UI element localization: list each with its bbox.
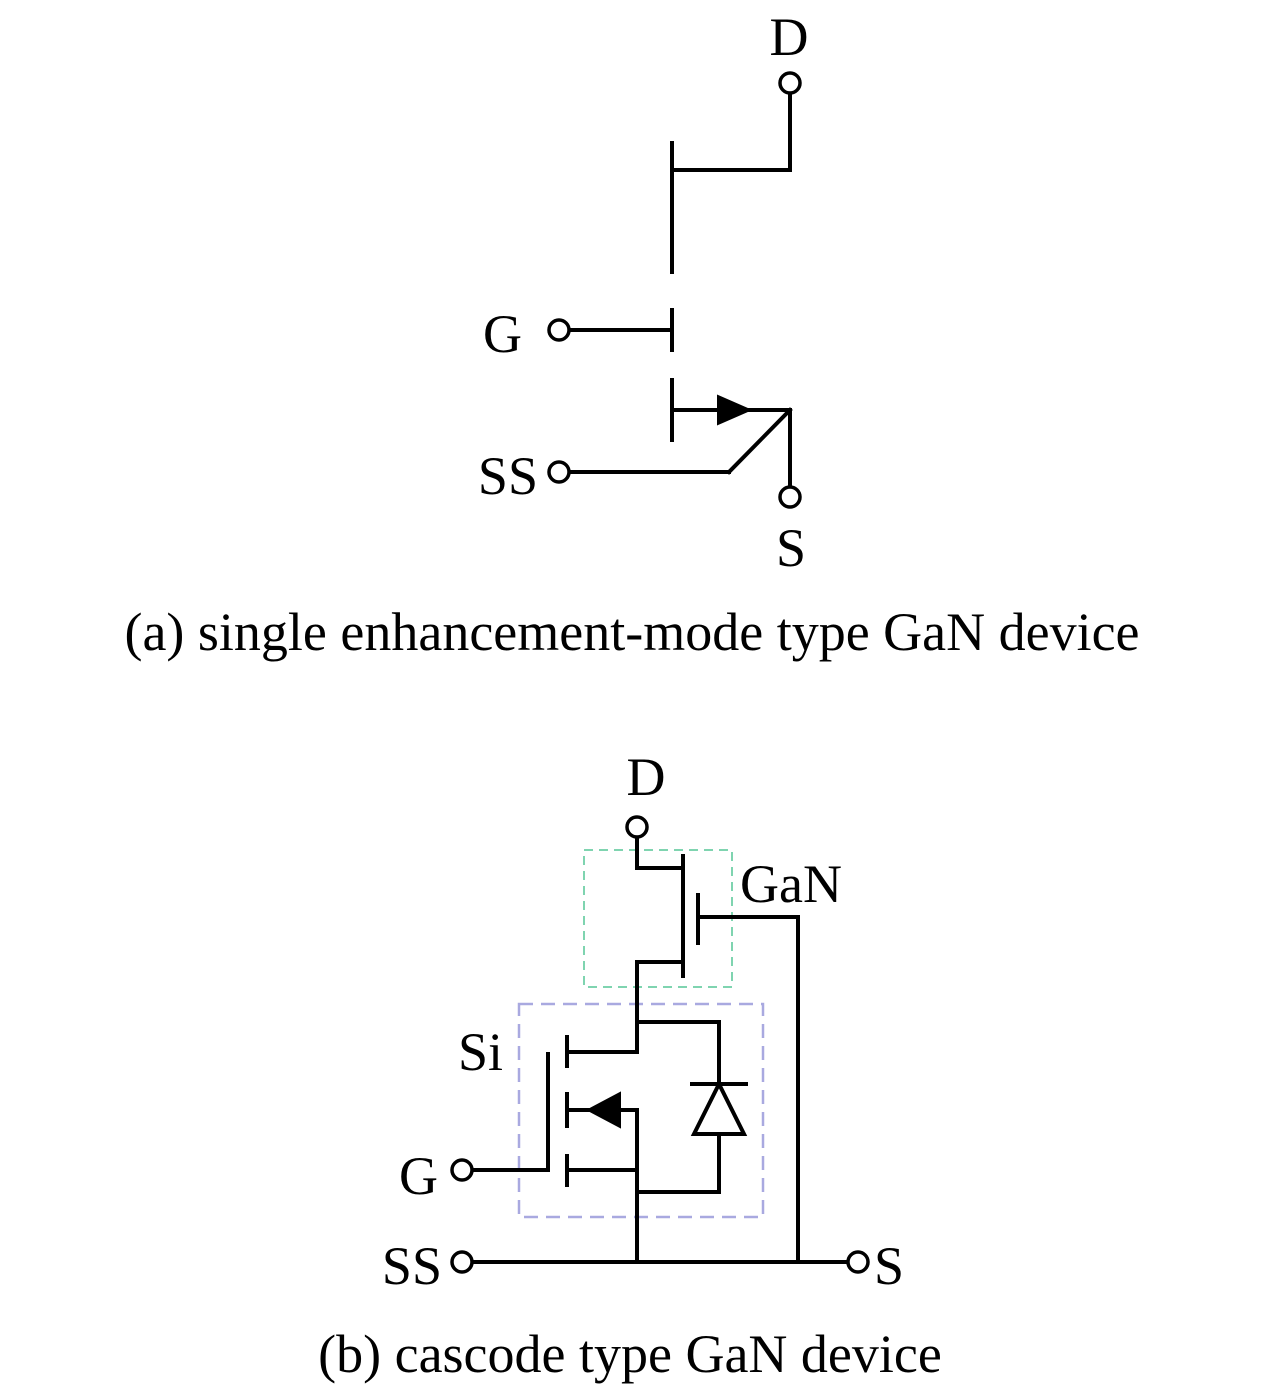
a-source-arrow xyxy=(717,394,753,426)
b-source-label: S xyxy=(874,1236,904,1296)
b-si-body-arrow xyxy=(585,1091,621,1129)
a-caption: (a) single enhancement-mode type GaN dev… xyxy=(124,602,1139,662)
b-gate-label: G xyxy=(399,1146,438,1206)
a-source-label: S xyxy=(776,518,806,578)
a-ss-label: SS xyxy=(478,446,538,506)
b-source-terminal xyxy=(846,1250,870,1274)
a-drain-label: D xyxy=(770,7,809,67)
a-ss-diagonal xyxy=(726,407,793,475)
b-caption: (b) cascode type GaN device xyxy=(318,1324,942,1384)
panel-a-symbol xyxy=(547,71,802,509)
b-drain-terminal xyxy=(625,815,649,839)
b-ss-label: SS xyxy=(382,1236,442,1296)
panel-b-symbol xyxy=(450,815,870,1274)
b-gate-terminal xyxy=(450,1158,474,1182)
b-gan-label: GaN xyxy=(740,854,842,914)
b-diode-triangle xyxy=(690,1079,748,1136)
a-source-terminal xyxy=(778,485,802,509)
a-ss-terminal xyxy=(547,460,571,484)
b-drain-label: D xyxy=(627,747,666,807)
a-gate-terminal xyxy=(547,318,571,342)
a-gate-label: G xyxy=(483,304,522,364)
si-dashed-box xyxy=(517,1002,765,1219)
a-drain-terminal xyxy=(778,71,802,95)
b-si-label: Si xyxy=(458,1022,503,1082)
b-ss-terminal xyxy=(450,1250,474,1274)
